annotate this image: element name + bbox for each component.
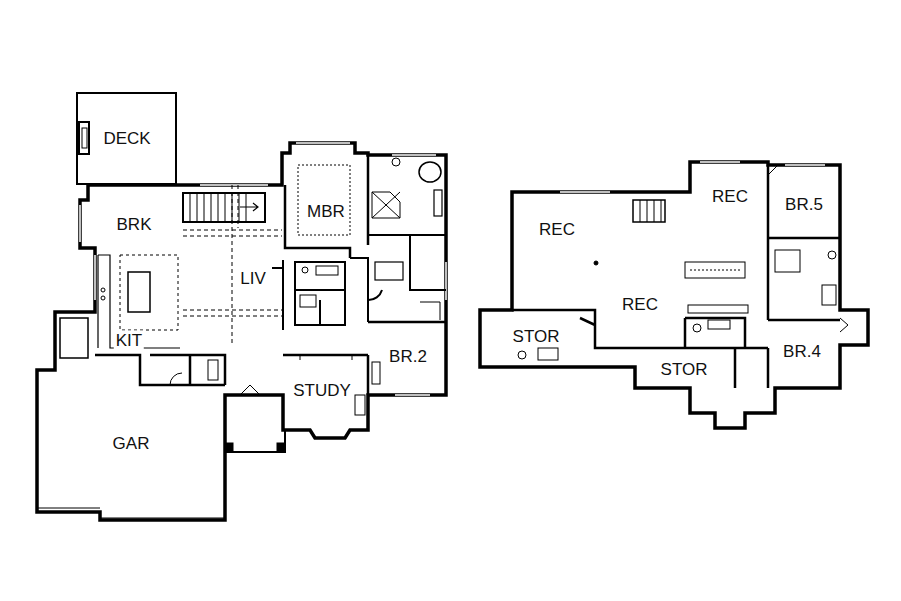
toilet — [302, 267, 308, 273]
water-heater — [518, 351, 526, 359]
toilet — [693, 324, 701, 332]
tub — [419, 162, 441, 182]
interior-wall — [295, 262, 345, 325]
burner — [101, 296, 105, 300]
laundry — [60, 318, 88, 358]
toilet — [392, 158, 400, 166]
grill — [82, 128, 87, 148]
porch — [225, 395, 285, 452]
ceiling-outline — [120, 255, 178, 330]
shower — [372, 192, 400, 218]
closet-rod — [420, 302, 440, 320]
toilet — [208, 360, 218, 380]
closet — [372, 362, 380, 384]
exterior-wall — [37, 143, 446, 520]
room-label: BRK — [115, 215, 154, 234]
closet — [355, 395, 365, 415]
ceiling-outline — [298, 165, 350, 235]
window — [560, 162, 825, 192]
room-label: BR.5 — [783, 195, 825, 214]
garage-door — [37, 508, 225, 518]
burner — [101, 288, 105, 292]
window — [80, 143, 446, 395]
room-label: DECK — [101, 129, 152, 148]
ceiling-beam — [183, 185, 282, 345]
grill — [79, 122, 89, 154]
stairs — [183, 193, 265, 222]
interior-wall — [368, 235, 446, 290]
interior-wall — [95, 355, 225, 385]
room-label: REC — [537, 220, 577, 239]
room-label: REC — [710, 187, 750, 206]
interior-wall — [272, 260, 283, 330]
room-label: STOR — [511, 327, 562, 346]
vanity — [708, 320, 730, 329]
room-label: BR.2 — [387, 347, 429, 366]
interior-wall — [512, 165, 840, 388]
interior-wall — [285, 155, 368, 258]
room-label: MBR — [305, 202, 347, 221]
wet-bar — [685, 262, 745, 278]
room-label: KIT — [114, 331, 144, 350]
vanity — [316, 266, 338, 275]
lower-level — [480, 162, 868, 428]
stair-arrow — [240, 203, 258, 211]
column — [594, 261, 598, 265]
deck-outline — [77, 93, 176, 184]
island — [128, 272, 150, 312]
exterior-wall — [480, 162, 868, 428]
furnace — [538, 348, 558, 360]
porch-column — [277, 443, 285, 452]
vanity — [434, 190, 442, 216]
room-label: STUDY — [291, 381, 353, 400]
wet-bar — [690, 270, 740, 271]
door-swing — [768, 165, 848, 332]
toilet — [828, 251, 836, 259]
tub — [300, 295, 316, 307]
vanity — [375, 262, 403, 280]
room-label: BR.4 — [781, 342, 823, 361]
shower — [822, 285, 836, 305]
stair-tread — [640, 200, 661, 222]
stairs — [633, 200, 665, 222]
interior-wall — [350, 258, 382, 322]
door-swing — [240, 385, 260, 395]
door-swing — [170, 373, 182, 385]
counter — [688, 305, 748, 313]
room-label: GAR — [111, 434, 152, 453]
room-label: LIV — [238, 269, 268, 288]
tub — [775, 250, 800, 272]
room-label: REC — [620, 295, 660, 314]
room-label: STOR — [659, 360, 710, 379]
porch-column — [225, 443, 233, 452]
door-jamb — [300, 355, 352, 360]
main-level — [37, 93, 446, 520]
